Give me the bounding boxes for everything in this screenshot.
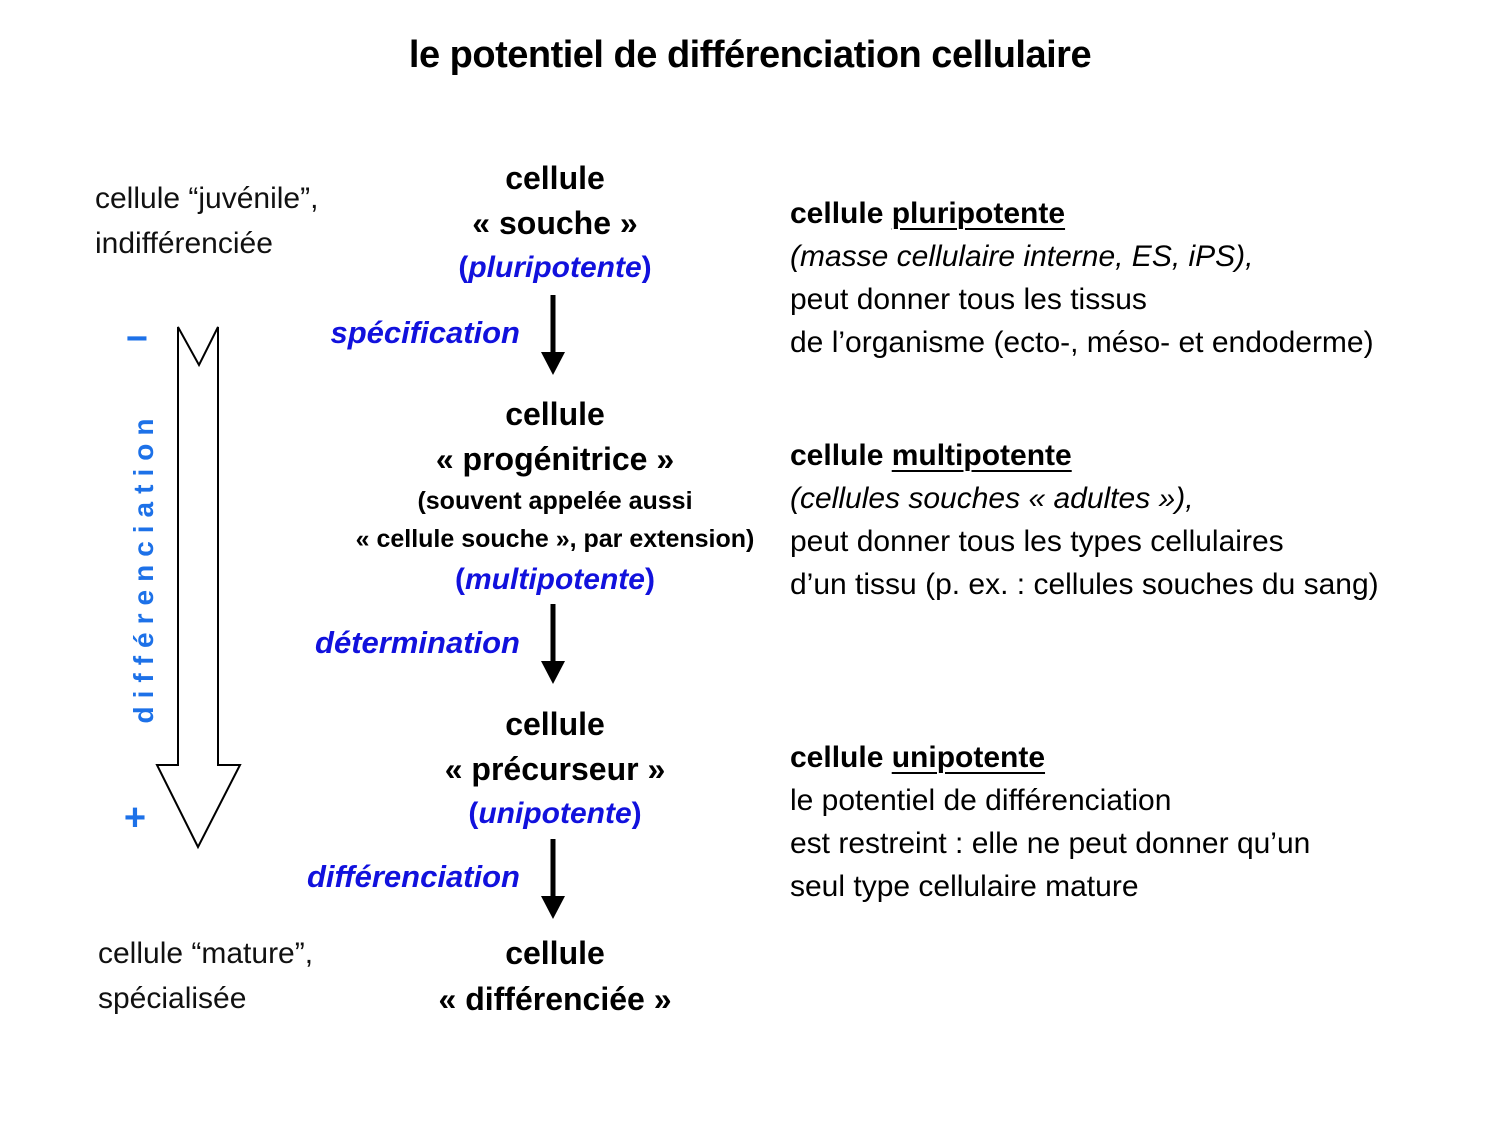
stage-progenitrice: cellule « progénitrice » (souvent appelé… <box>330 392 780 602</box>
annotation-line: indifférenciée <box>95 227 273 260</box>
potency-word: pluripotente <box>468 251 642 284</box>
stage-title-line: cellule <box>505 935 605 971</box>
stage-note-line: « cellule souche », par extension) <box>355 525 755 553</box>
stage-potency: (pluripotente) <box>355 246 755 290</box>
flow-arrow-1-icon <box>538 292 568 377</box>
stage-differenciee: cellule « différenciée » <box>355 930 755 1022</box>
annotation-juvenile-cell: cellule “juvénile”, indifférenciée <box>95 176 318 266</box>
note-pluripotente: cellule pluripotente (masse cellulaire i… <box>790 192 1374 364</box>
note-line: (masse cellulaire interne, ES, iPS), <box>790 240 1254 273</box>
note-heading-term: pluripotente <box>891 197 1066 230</box>
note-multipotente: cellule multipotente (cellules souches «… <box>790 434 1379 606</box>
note-line: d’un tissu (p. ex. : cellules souches du… <box>790 568 1379 601</box>
annotation-mature-cell: cellule “mature”, spécialisée <box>98 931 313 1021</box>
axis-plus-sign: + <box>123 797 147 839</box>
note-line: (cellules souches « adultes »), <box>790 482 1194 515</box>
note-line: peut donner tous les types cellulaires <box>790 525 1284 558</box>
page-title: le potentiel de différenciation cellulai… <box>408 34 1092 76</box>
stage-potency: (unipotente) <box>355 792 755 836</box>
note-line: peut donner tous les tissus <box>790 283 1147 316</box>
annotation-line: cellule “juvénile”, <box>95 182 319 215</box>
stage-title-line: « précurseur » <box>444 751 666 787</box>
paren: ) <box>631 797 642 830</box>
annotation-line: spécialisée <box>98 982 247 1015</box>
note-heading: cellule unipotente <box>790 736 1310 779</box>
axis-minus-sign: − <box>125 318 149 360</box>
note-unipotente: cellule unipotente le potentiel de diffé… <box>790 736 1310 908</box>
differentiation-axis-arrow-icon <box>150 322 250 852</box>
stage-precurseur: cellule « précurseur » (unipotente) <box>355 702 755 836</box>
paren: ( <box>455 563 465 596</box>
stage-potency: (multipotente) <box>330 558 780 602</box>
paren: ( <box>458 251 469 284</box>
note-heading: cellule multipotente <box>790 434 1379 477</box>
note-line: de l’organisme (ecto-, méso- et endoderm… <box>790 326 1374 359</box>
stage-title-line: « souche » <box>472 205 638 241</box>
potency-word: unipotente <box>478 797 632 830</box>
stage-title-line: « différenciée » <box>438 981 672 1017</box>
stage-title-line: « progénitrice » <box>435 441 675 477</box>
stage-note-line: (souvent appelée aussi <box>417 487 693 515</box>
note-line: est restreint : elle ne peut donner qu’u… <box>790 827 1311 860</box>
note-heading-prefix: cellule <box>790 197 892 230</box>
potency-word: multipotente <box>465 563 645 596</box>
stage-title-line: cellule <box>505 706 605 742</box>
paren: ) <box>645 563 655 596</box>
stage-title-line: cellule <box>505 396 605 432</box>
note-line: seul type cellulaire mature <box>790 870 1139 903</box>
flow-arrow-3-icon <box>538 836 568 921</box>
paren: ) <box>641 251 652 284</box>
note-heading: cellule pluripotente <box>790 192 1374 235</box>
note-line: le potentiel de différenciation <box>790 784 1172 817</box>
note-heading-term: unipotente <box>891 741 1046 774</box>
note-heading-term: multipotente <box>891 439 1072 472</box>
paren: ( <box>468 797 479 830</box>
axis-differenciation-label: différenciation <box>128 410 159 724</box>
note-heading-prefix: cellule <box>790 741 892 774</box>
annotation-line: cellule “mature”, <box>98 937 314 970</box>
transition-determination-label: détermination <box>315 625 520 660</box>
stage-title-line: cellule <box>505 160 605 196</box>
transition-differenciation-label: différenciation <box>306 859 520 894</box>
transition-specification-label: spécification <box>330 315 521 350</box>
flow-arrow-2-icon <box>538 601 568 686</box>
stage-souche: cellule « souche » (pluripotente) <box>355 156 755 290</box>
note-heading-prefix: cellule <box>790 439 892 472</box>
